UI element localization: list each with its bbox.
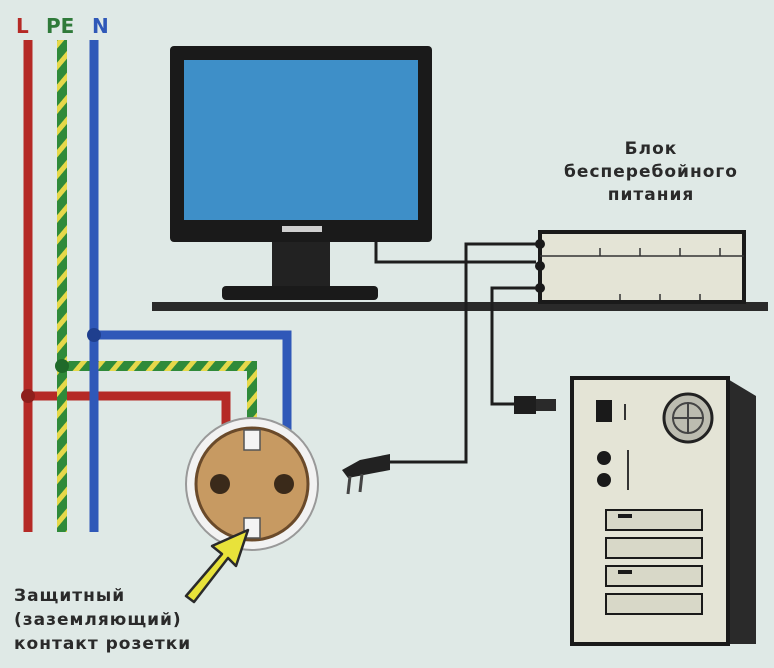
ground-wire: [55, 40, 257, 532]
label-n: N: [92, 14, 109, 38]
label-l: L: [16, 14, 29, 38]
ups-label: Блок бесперебойного питания: [536, 138, 766, 207]
plug-icon: [342, 454, 390, 495]
ground-contact-label-line: Защитный: [14, 586, 126, 606]
ups-icon: [535, 230, 746, 304]
ups-label-line: питания: [607, 185, 695, 205]
neutral-wire: [87, 40, 292, 532]
pc-connector-icon: [514, 396, 556, 414]
monitor-icon: [170, 46, 432, 300]
pc-tower-icon: [570, 376, 756, 646]
ground-contact-label-line: контакт розетки: [14, 634, 192, 654]
arrow-icon: [184, 528, 250, 604]
ground-contact-label: Защитный (заземляющий) контакт розетки: [14, 584, 191, 656]
socket-icon: [185, 417, 319, 551]
ground-contact-label-line: (заземляющий): [14, 610, 182, 630]
cables: [374, 242, 536, 464]
label-pe: PE: [46, 14, 75, 38]
shelf: [152, 302, 768, 311]
ups-label-line: Блок: [624, 139, 678, 159]
ups-label-line: бесперебойного: [564, 162, 738, 182]
